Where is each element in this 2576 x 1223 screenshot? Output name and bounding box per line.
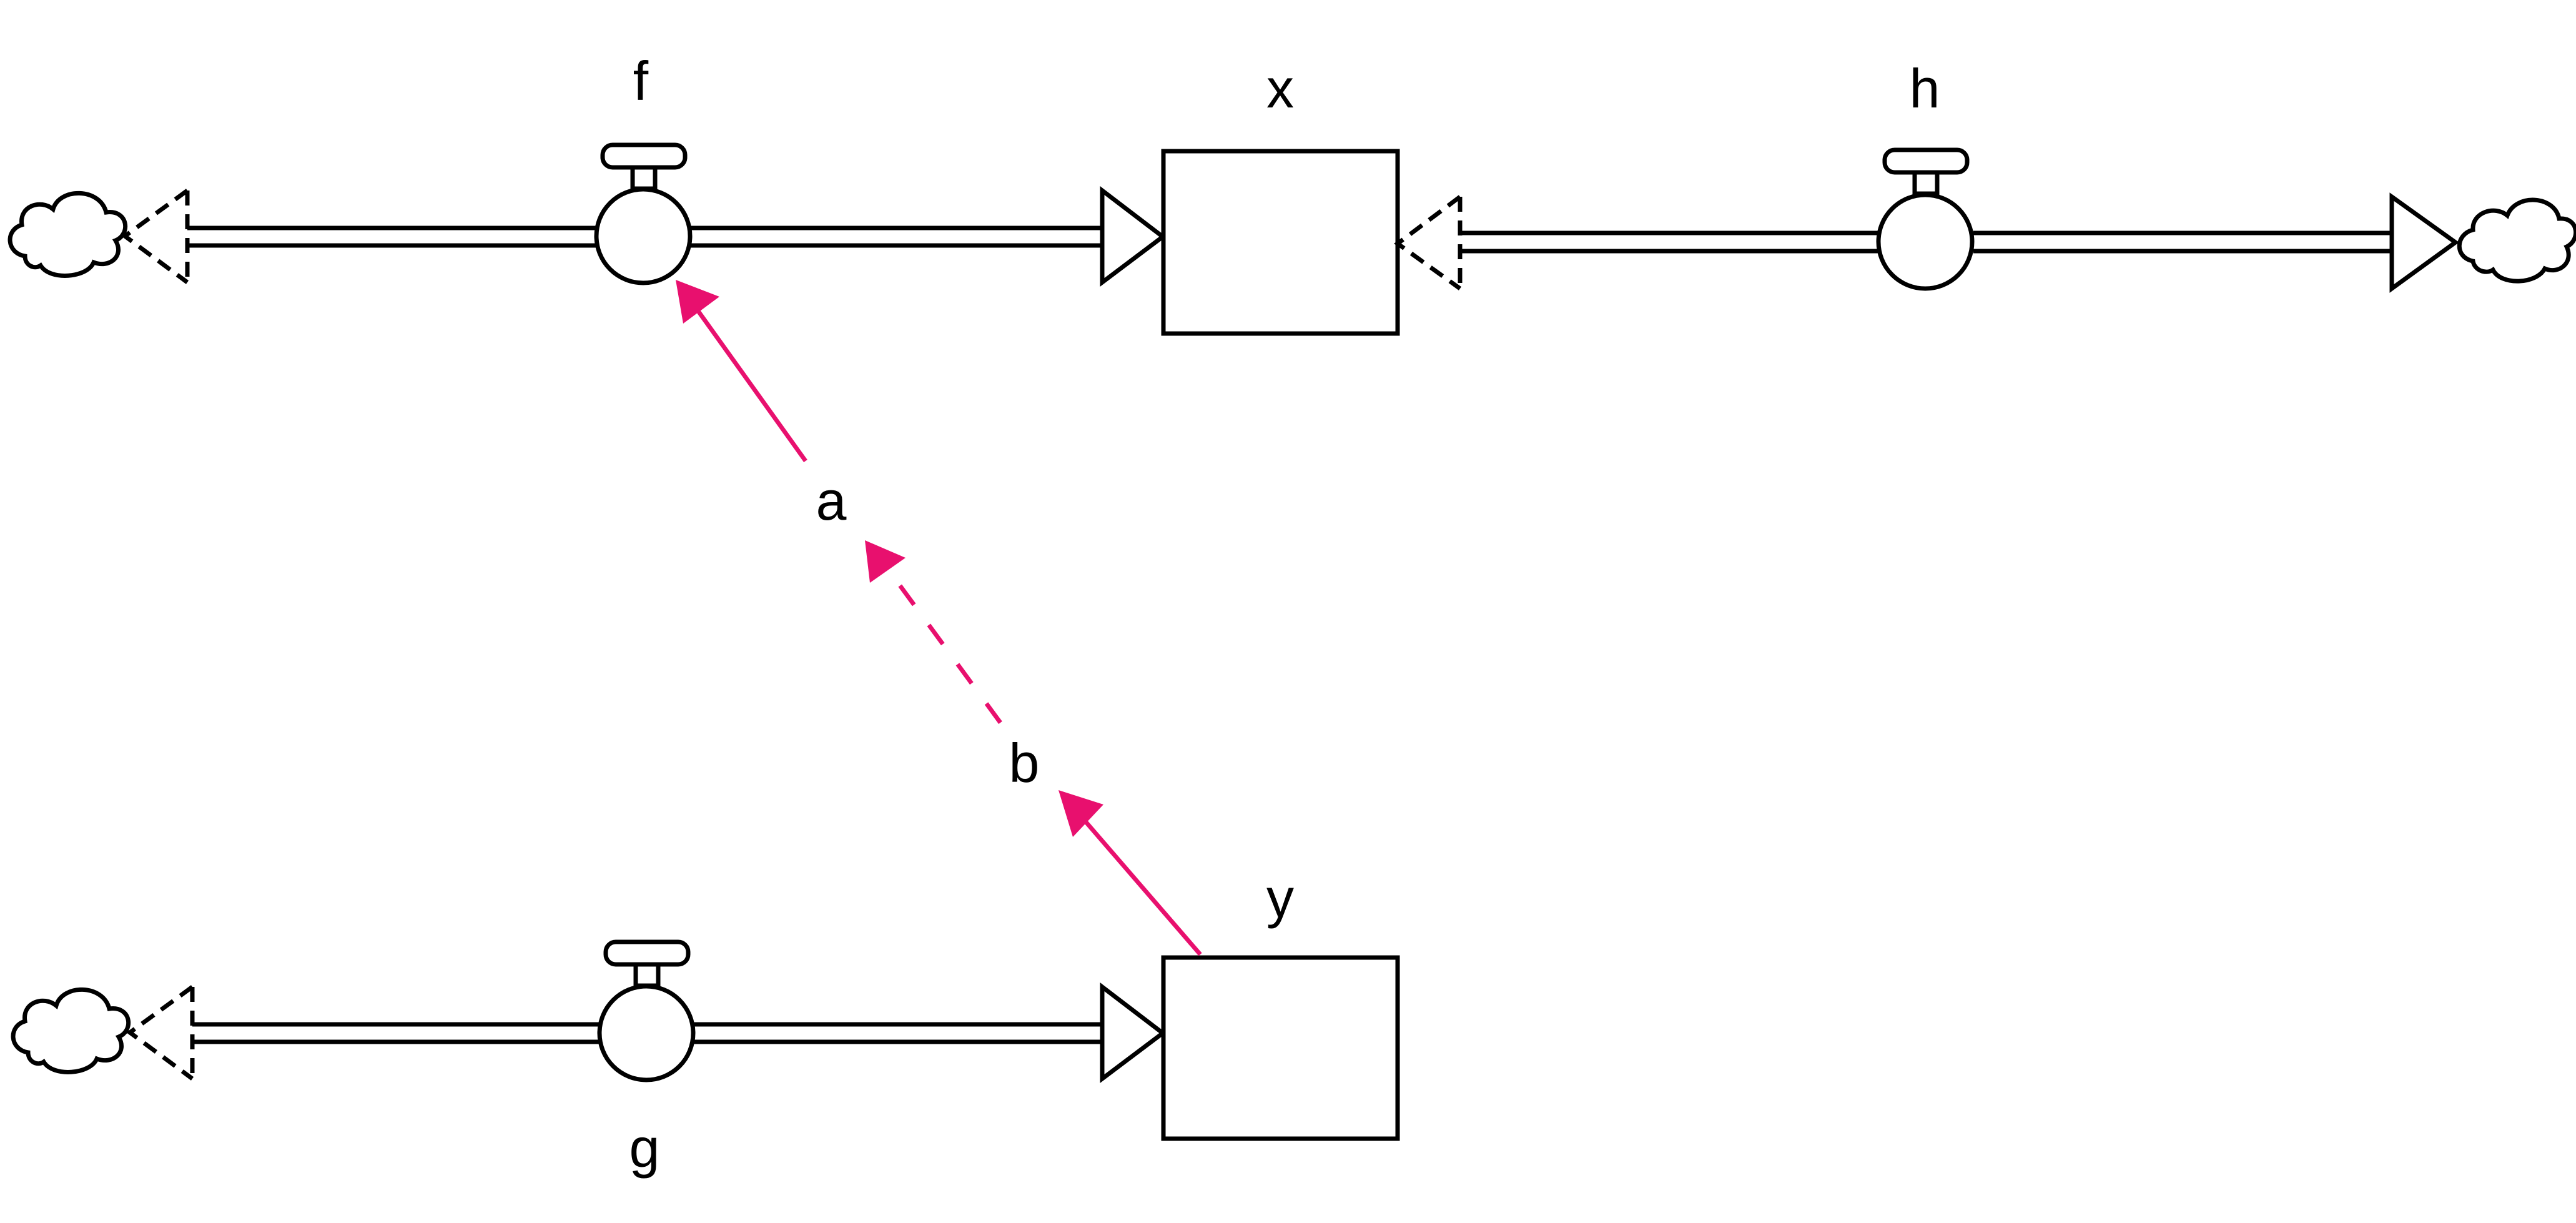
link-b-to-a[interactable]	[865, 540, 1002, 725]
flow-arrowhead	[1100, 186, 1167, 287]
source-arrowhead	[121, 189, 189, 284]
auxiliary-a[interactable]: a	[816, 470, 847, 532]
flow-arrowhead	[2389, 192, 2459, 293]
source-arrowhead	[126, 985, 194, 1081]
valve-icon[interactable]	[594, 142, 693, 285]
valve-icon[interactable]	[1876, 147, 1975, 291]
flow-label: h	[1910, 57, 1940, 119]
link-a-to-f[interactable]	[676, 280, 807, 463]
source-arrowhead	[1394, 195, 1462, 290]
link-line	[892, 576, 1002, 725]
stock-label: y	[1266, 867, 1294, 929]
link-line	[696, 309, 807, 463]
flow-label: f	[633, 50, 649, 112]
flow-arrowhead	[1100, 982, 1167, 1084]
link-y-to-b[interactable]	[1059, 790, 1202, 956]
valve-icon[interactable]	[597, 939, 696, 1082]
cloud-icon	[11, 987, 131, 1074]
auxiliary-b[interactable]: b	[1009, 732, 1040, 794]
link-arrowhead	[676, 280, 719, 324]
cloud-icon	[2457, 197, 2576, 284]
flow-g[interactable]: g	[11, 939, 1167, 1179]
cloud-icon	[7, 191, 127, 278]
flow-label: g	[629, 1117, 660, 1179]
flow-h[interactable]: h	[1394, 57, 2576, 293]
stock-y[interactable]: y	[1161, 867, 1400, 1141]
link-line	[1083, 819, 1202, 956]
stock-x[interactable]: x	[1161, 57, 1400, 336]
link-arrowhead	[1059, 790, 1103, 837]
flow-f[interactable]: f	[7, 50, 1167, 287]
stock-label: x	[1266, 57, 1294, 119]
link-arrowhead	[865, 540, 906, 583]
